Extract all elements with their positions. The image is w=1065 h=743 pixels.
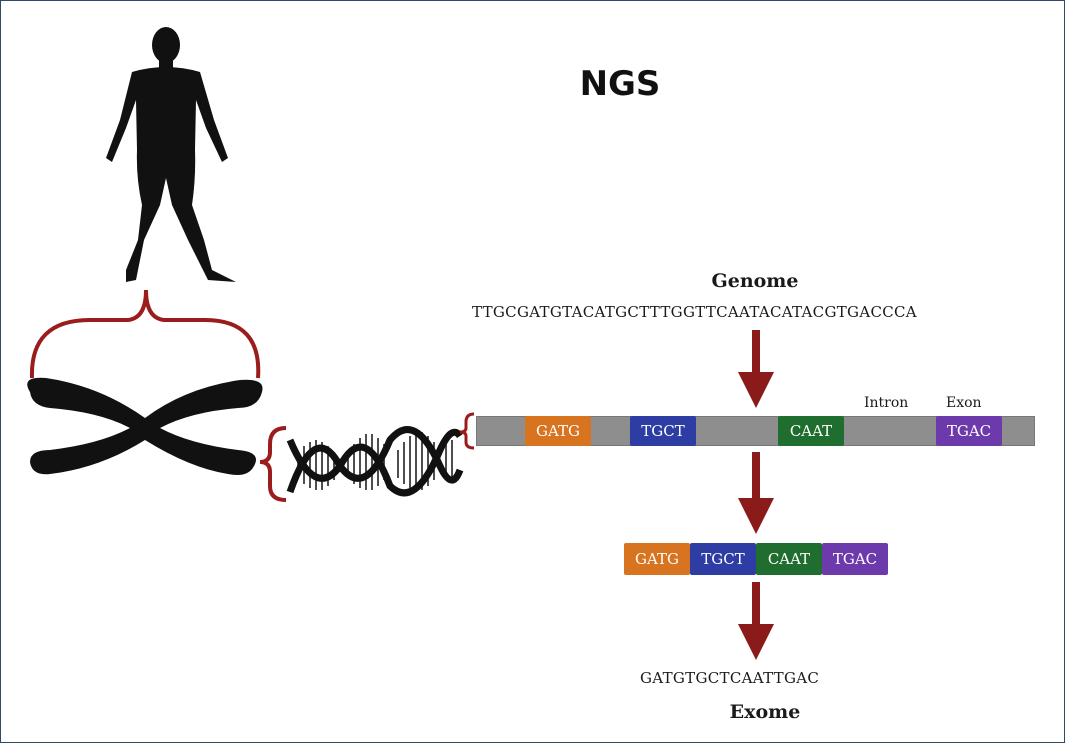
exome-sequence: GATGTGCTCAATTGAC — [640, 669, 820, 687]
exon-box: TGAC — [936, 416, 1002, 446]
joined-exon-box: TGCT — [690, 543, 756, 575]
exome-label: Exome — [729, 701, 801, 723]
dna-helix-icon — [286, 426, 464, 497]
exon-box: TGCT — [630, 416, 696, 446]
genome-sequence: TTGCGATGTACATGCTTTGGTTCAATACATACGTGACCCA — [472, 303, 917, 321]
arrow-down-icon — [738, 452, 774, 534]
genome-label: Genome — [711, 270, 799, 292]
intron-label: Intron — [864, 395, 909, 411]
joined-exon-box: CAAT — [756, 543, 822, 575]
arrow-down-icon — [738, 330, 774, 408]
diagram-title: NGS — [579, 64, 661, 104]
chromosome-brace — [29, 289, 261, 379]
joined-exon-box: TGAC — [822, 543, 888, 575]
gene-brace — [459, 412, 475, 450]
exon-box: GATG — [525, 416, 591, 446]
joined-exon-box: GATG — [624, 543, 690, 575]
dna-brace — [259, 426, 287, 502]
exon-label: Exon — [946, 395, 982, 411]
exon-box: CAAT — [778, 416, 844, 446]
chromosome-icon — [27, 377, 263, 475]
human-silhouette-icon — [106, 27, 236, 282]
arrow-down-icon — [738, 582, 774, 660]
